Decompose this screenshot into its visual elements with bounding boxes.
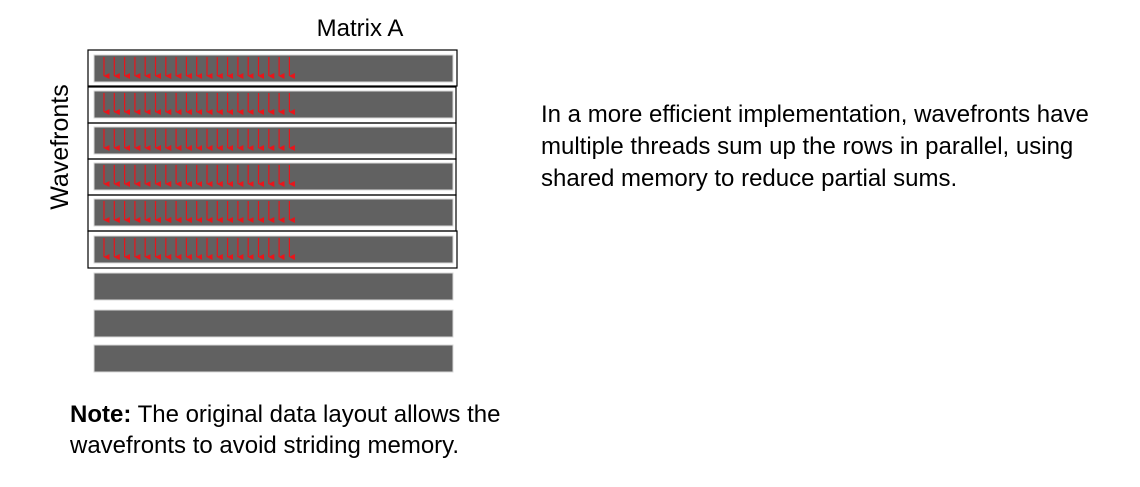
note-label: Note: [70,401,132,428]
matrix-row [93,235,454,264]
note-body: The original data layout allows the wave… [70,401,501,459]
wavefront-outline [87,230,458,269]
description-text: In a more efficient implementation, wave… [541,101,1089,192]
matrix-row [93,344,454,373]
matrix-row [93,309,454,338]
matrix-row [93,126,454,155]
note-text: Note: The original data layout allows th… [70,399,570,461]
matrix-row [93,272,454,301]
wavefront-outline [87,49,458,87]
matrix-row [93,162,454,191]
matrix-row [93,54,454,83]
matrix-row [93,90,454,119]
matrix-title: Matrix A [316,15,404,42]
matrix-row [93,198,454,227]
